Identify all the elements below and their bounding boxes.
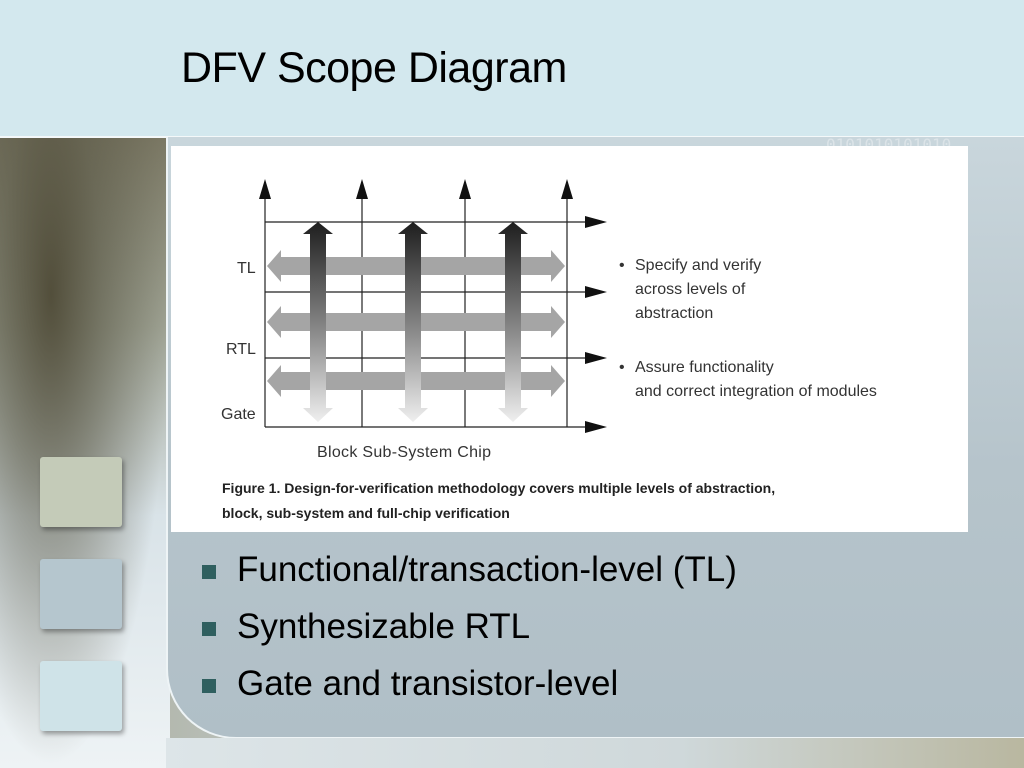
note-line: and correct integration of modules xyxy=(635,383,877,400)
decorative-swatch-2 xyxy=(40,559,122,629)
level-label-tl: TL xyxy=(237,260,256,277)
figure-caption: Figure 1. Design-for-verification method… xyxy=(222,476,922,526)
bottom-strip xyxy=(166,738,1024,768)
note-specify-verify: • Specify and verify across levels of ab… xyxy=(619,254,761,326)
note-bullet: • xyxy=(619,359,625,376)
note-line: abstraction xyxy=(635,305,714,322)
caption-line-1: Figure 1. Design-for-verification method… xyxy=(222,480,776,496)
list-item: Gate and transistor-level xyxy=(200,660,737,717)
decorative-swatch-3 xyxy=(40,661,122,731)
dfv-scope-diagram xyxy=(259,179,607,433)
bullet-text: Functional/transaction-level (TL) xyxy=(237,550,737,589)
square-bullet-icon xyxy=(202,565,216,579)
bullet-list: Functional/transaction-level (TL) Synthe… xyxy=(200,546,737,717)
bullet-text: Gate and transistor-level xyxy=(237,664,619,703)
title-bar: DFV Scope Diagram xyxy=(0,0,1024,138)
note-assure-functionality: • Assure functionality and correct integ… xyxy=(619,356,877,404)
note-line: Assure functionality xyxy=(635,359,774,376)
level-label-rtl: RTL xyxy=(226,341,256,358)
axis-arrowheads xyxy=(259,179,607,433)
slide-title: DFV Scope Diagram xyxy=(181,44,567,92)
scope-axis-label: Block Sub-System Chip xyxy=(317,444,492,461)
square-bullet-icon xyxy=(202,679,216,693)
vertical-scope-arrows xyxy=(303,222,528,422)
level-label-gate: Gate xyxy=(221,406,256,423)
note-line: Specify and verify xyxy=(635,257,762,274)
caption-line-2: block, sub-system and full-chip verifica… xyxy=(222,505,510,521)
note-line: across levels of xyxy=(635,281,746,298)
list-item: Synthesizable RTL xyxy=(200,603,737,660)
decorative-swatch-1 xyxy=(40,457,122,527)
bullet-text: Synthesizable RTL xyxy=(237,607,531,646)
square-bullet-icon xyxy=(202,622,216,636)
dfv-figure: TL RTL Gate Block Sub-System Chip • Spec… xyxy=(171,146,968,532)
list-item: Functional/transaction-level (TL) xyxy=(200,546,737,603)
note-bullet: • xyxy=(619,257,625,274)
